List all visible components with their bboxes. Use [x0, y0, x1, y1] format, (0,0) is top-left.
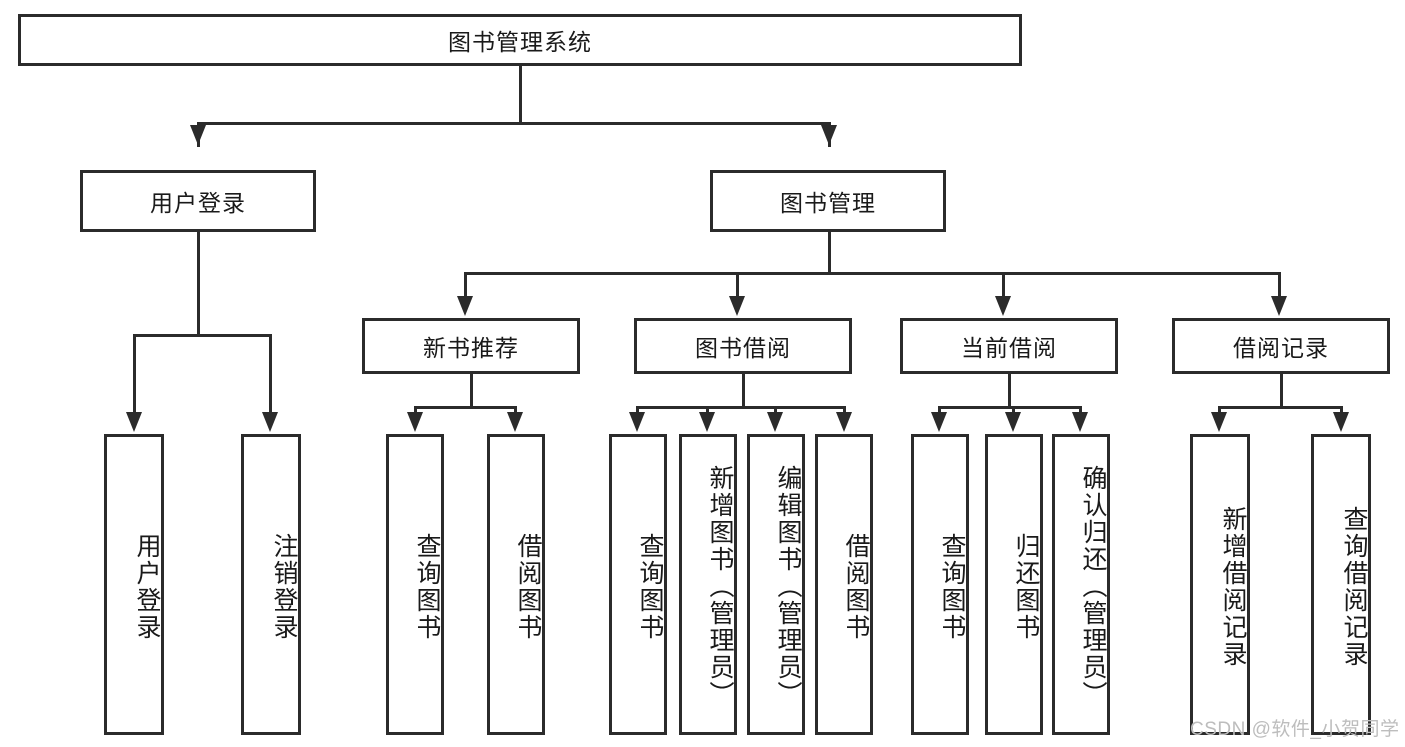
node-label: 借阅记录 [1233, 335, 1329, 361]
node-new-book-recommend[interactable]: 新书推荐 [362, 318, 580, 374]
leaf-query-books-recommend[interactable]: 查询图书 [386, 434, 444, 735]
arrow-root-to-book-mgmt [821, 125, 837, 145]
node-label: 确认归还（管理员） [1079, 465, 1107, 708]
arrow-book-borrow-leaf-3 [767, 412, 783, 432]
leaf-logout[interactable]: 注销登录 [241, 434, 301, 735]
node-label: 查询图书 [413, 532, 441, 641]
node-label: 查询图书 [636, 532, 664, 641]
leaf-query-books-borrow[interactable]: 查询图书 [609, 434, 667, 735]
edge-book-borrow-bar [636, 406, 846, 409]
edge-user-login-stem [197, 232, 200, 337]
node-label: 新增图书（管理员） [706, 465, 734, 708]
edge-current-borrow-stem [1008, 374, 1011, 408]
node-root-system[interactable]: 图书管理系统 [18, 14, 1022, 66]
arrow-book-mgmt-to-borrow [729, 296, 745, 316]
arrow-user-login-leaf-2 [262, 412, 278, 432]
csdn-watermark: CSDN @软件_小贺同学 [1190, 719, 1400, 740]
arrow-book-mgmt-to-new-books [457, 296, 473, 316]
arrow-user-login-leaf-1 [126, 412, 142, 432]
edge-current-borrow-bar [938, 406, 1081, 409]
edge-book-mgmt-branch-4 [1278, 272, 1281, 300]
node-label: 注销登录 [270, 532, 298, 641]
edge-records-stem [1280, 374, 1283, 408]
edge-new-book-bar [414, 406, 516, 409]
edge-book-mgmt-branch-1 [464, 272, 467, 300]
edge-book-mgmt-branch-2 [736, 272, 739, 300]
node-borrow-records[interactable]: 借阅记录 [1172, 318, 1390, 374]
edge-root-bar [197, 122, 831, 125]
arrow-current-borrow-leaf-2 [1005, 412, 1021, 432]
edge-user-login-branch-2 [269, 334, 272, 416]
arrow-root-to-user-login [190, 125, 206, 145]
node-label: 查询图书 [938, 532, 966, 641]
node-label: 查询借阅记录 [1340, 505, 1368, 668]
node-label: 借阅图书 [514, 532, 542, 641]
node-label: 归还图书 [1012, 532, 1040, 641]
arrow-book-borrow-leaf-4 [836, 412, 852, 432]
leaf-add-book-admin[interactable]: 新增图书（管理员） [679, 434, 737, 735]
edge-new-book-stem [470, 374, 473, 408]
arrow-book-mgmt-to-current-borrow [995, 296, 1011, 316]
node-label: 图书管理 [780, 190, 876, 216]
node-current-borrow[interactable]: 当前借阅 [900, 318, 1118, 374]
leaf-edit-book-admin[interactable]: 编辑图书（管理员） [747, 434, 805, 735]
node-label: 用户登录 [133, 532, 161, 641]
leaf-return-books[interactable]: 归还图书 [985, 434, 1043, 735]
leaf-user-login[interactable]: 用户登录 [104, 434, 164, 735]
arrow-book-borrow-leaf-1 [629, 412, 645, 432]
node-book-borrow[interactable]: 图书借阅 [634, 318, 852, 374]
arrow-new-book-leaf-2 [507, 412, 523, 432]
leaf-confirm-return-admin[interactable]: 确认归还（管理员） [1052, 434, 1110, 735]
node-label: 借阅图书 [842, 532, 870, 641]
arrow-current-borrow-leaf-1 [931, 412, 947, 432]
node-label: 新增借阅记录 [1219, 505, 1247, 668]
node-book-management[interactable]: 图书管理 [710, 170, 946, 232]
leaf-borrow-books[interactable]: 借阅图书 [815, 434, 873, 735]
edge-records-bar [1218, 406, 1343, 409]
arrow-records-leaf-1 [1211, 412, 1227, 432]
leaf-query-borrow-record[interactable]: 查询借阅记录 [1311, 434, 1371, 735]
edge-user-login-branch-1 [133, 334, 136, 416]
node-label: 新书推荐 [423, 335, 519, 361]
arrow-new-book-leaf-1 [407, 412, 423, 432]
leaf-add-borrow-record[interactable]: 新增借阅记录 [1190, 434, 1250, 735]
node-label: 编辑图书（管理员） [774, 465, 802, 708]
node-label: 用户登录 [150, 190, 246, 216]
arrow-book-borrow-leaf-2 [699, 412, 715, 432]
edge-root-stem [519, 66, 522, 124]
arrow-current-borrow-leaf-3 [1072, 412, 1088, 432]
edge-book-mgmt-stem [828, 232, 831, 274]
edge-book-mgmt-bar [464, 272, 1281, 275]
edge-book-borrow-stem [742, 374, 745, 408]
leaf-query-books-current[interactable]: 查询图书 [911, 434, 969, 735]
arrow-book-mgmt-to-records [1271, 296, 1287, 316]
edge-book-mgmt-branch-3 [1002, 272, 1005, 300]
node-label: 当前借阅 [961, 335, 1057, 361]
edge-user-login-bar [133, 334, 272, 337]
node-label: 图书借阅 [695, 335, 791, 361]
node-label: 图书管理系统 [448, 29, 592, 55]
node-user-login[interactable]: 用户登录 [80, 170, 316, 232]
leaf-borrow-books-recommend[interactable]: 借阅图书 [487, 434, 545, 735]
arrow-records-leaf-2 [1333, 412, 1349, 432]
